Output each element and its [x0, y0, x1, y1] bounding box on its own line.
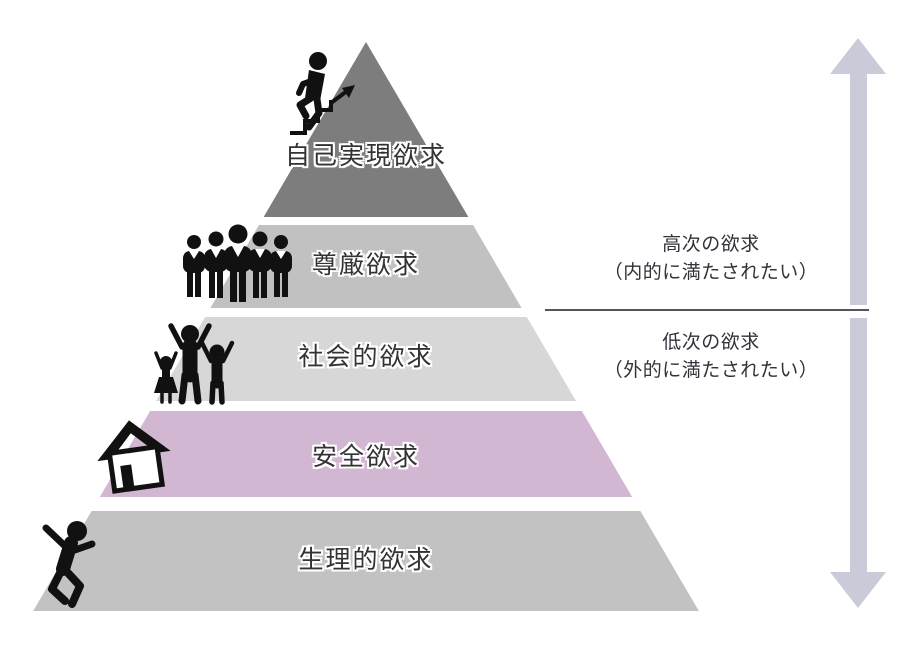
pyramid-layer-self-actualization	[263, 42, 469, 217]
pyramid-layer-esteem	[210, 225, 522, 308]
person-climbing-stairs-icon	[290, 52, 355, 135]
layer-label-physiological: 生理的欲求	[298, 546, 434, 574]
layer-label-esteem: 尊厳欲求	[311, 251, 420, 279]
group-of-people-icon	[183, 224, 292, 302]
pyramid-layer-social	[155, 317, 577, 401]
pyramid-layer-physiological	[33, 511, 699, 611]
jumping-person-icon	[42, 521, 96, 608]
higher-needs-subtitle: （内的に満たされたい）	[603, 262, 819, 283]
lower-needs-note: 低次の欲求 （外的に満たされたい）	[586, 329, 836, 385]
layer-label-self-actualization: 自己実現欲求	[284, 142, 447, 170]
house-icon	[97, 420, 171, 494]
higher-needs-note: 高次の欲求 （内的に満たされたい）	[586, 231, 836, 287]
layer-label-safety: 安全欲求	[311, 443, 420, 471]
pyramid-layer-safety	[99, 411, 633, 497]
higher-needs-title: 高次の欲求	[662, 234, 760, 255]
up-arrow-icon	[830, 38, 886, 305]
pyramid	[33, 42, 699, 611]
family-icon	[154, 323, 235, 405]
lower-needs-subtitle: （外的に満たされたい）	[603, 360, 819, 381]
layer-label-social: 社会的欲求	[298, 343, 434, 371]
lower-needs-title: 低次の欲求	[662, 332, 760, 353]
down-arrow-icon	[830, 318, 886, 608]
